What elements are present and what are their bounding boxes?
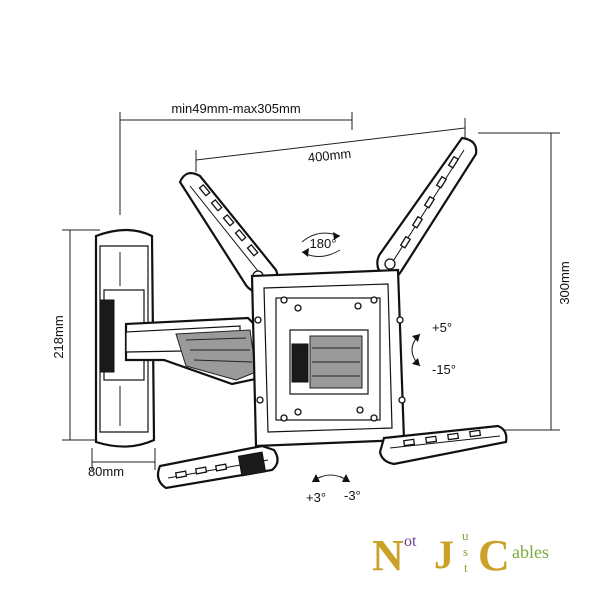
logo-n: N bbox=[372, 531, 404, 580]
bracket-arm-top-right bbox=[376, 136, 478, 281]
height-300-label: 300mm bbox=[557, 261, 572, 304]
logo-ust-u: u bbox=[462, 528, 469, 543]
width-400-label: 400mm bbox=[307, 146, 352, 165]
arm-height-218-label: 218mm bbox=[51, 315, 66, 358]
logo-c: C bbox=[478, 531, 510, 580]
swing-arm bbox=[124, 316, 264, 386]
level-minus-label: -3° bbox=[344, 488, 361, 503]
bracket-arm-bottom-left bbox=[156, 444, 279, 490]
logo-ust-s: s bbox=[463, 544, 468, 559]
tilt-indicator: +5° -15° bbox=[411, 320, 456, 377]
logo-ot: ot bbox=[404, 533, 417, 550]
bracket-arm-bottom-right bbox=[378, 424, 508, 466]
bracket-arm-top-left bbox=[178, 171, 279, 294]
brand-logo: N ot J u s t C ables bbox=[372, 528, 549, 580]
level-indicator: +3° -3° bbox=[306, 474, 361, 505]
tilt-down-label: -15° bbox=[432, 362, 456, 377]
logo-ust-t: t bbox=[464, 560, 468, 575]
center-plate bbox=[250, 268, 406, 448]
tilt-up-label: +5° bbox=[432, 320, 452, 335]
level-plus-label: +3° bbox=[306, 490, 326, 505]
depth-range-label: min49mm-max305mm bbox=[171, 101, 300, 116]
swivel-label: 180° bbox=[310, 236, 337, 251]
dimension-lines bbox=[62, 112, 560, 470]
logo-j: J bbox=[434, 532, 454, 577]
arm-width-80-label: 80mm bbox=[88, 464, 124, 479]
swivel-indicator: 180° bbox=[301, 232, 341, 257]
logo-ables: ables bbox=[512, 542, 549, 562]
